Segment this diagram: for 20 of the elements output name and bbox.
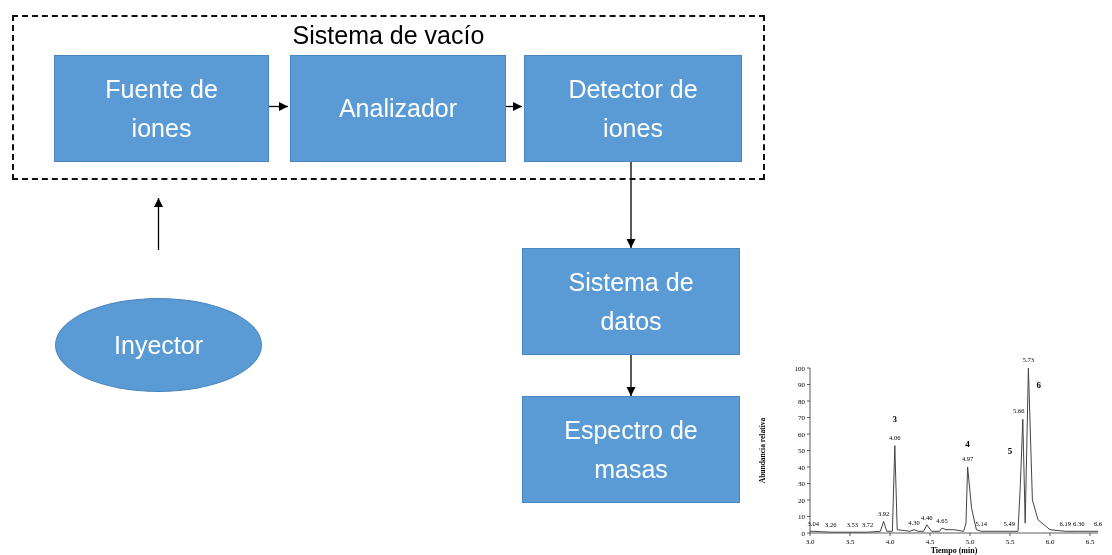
process-box	[522, 248, 740, 355]
process-box	[524, 55, 742, 162]
node-label: Analizador	[337, 93, 459, 125]
arrow	[153, 197, 164, 251]
peak-number: 3	[892, 414, 898, 425]
arrow	[626, 354, 636, 397]
node-label: Fuente de iones	[104, 73, 219, 144]
node-label: Espectro de masas	[563, 414, 699, 485]
dashed-container	[12, 15, 765, 180]
node-label: Detector de iones	[567, 73, 699, 144]
container-title: Sistema de vacío	[291, 21, 486, 50]
peak-number: 5	[1007, 445, 1013, 456]
process-box	[290, 55, 506, 162]
process-box	[522, 396, 740, 503]
process-box	[54, 55, 269, 162]
node-label: Inyector	[113, 329, 204, 361]
peak-number: 4	[965, 439, 970, 450]
peak-number: 6	[1036, 379, 1042, 390]
axis-title: Tiempo (min)	[930, 546, 978, 555]
node-label: Sistema de datos	[567, 266, 695, 337]
